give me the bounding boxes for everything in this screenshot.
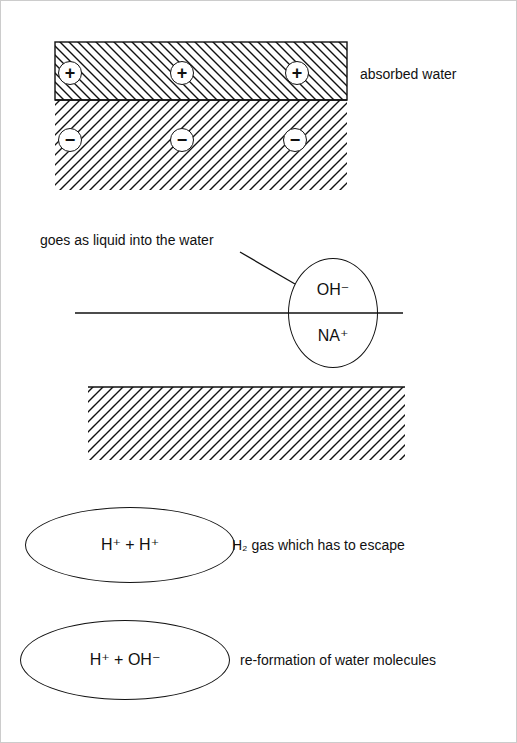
negative-charge: − xyxy=(170,128,194,152)
hydrogen-ellipse: H⁺ + H⁺ xyxy=(25,507,235,583)
positive-charge: + xyxy=(58,61,82,85)
water-reform-ellipse: H⁺ + OH⁻ xyxy=(20,620,230,700)
surface-line xyxy=(88,386,405,388)
negative-charge: − xyxy=(283,128,307,152)
ion-pair-ellipse: OH⁻ NA⁺ xyxy=(288,258,378,368)
note-label: H₂ gas which has to escape xyxy=(232,537,405,554)
charge-sign: − xyxy=(290,131,301,149)
positive-charge: + xyxy=(170,61,194,85)
interface-line xyxy=(55,99,347,101)
charge-sign: + xyxy=(292,64,303,82)
ion-formula: NA⁺ xyxy=(318,327,349,345)
negative-charge: − xyxy=(58,128,82,152)
solid-surface-hatch xyxy=(55,100,347,190)
water-layer-hatch xyxy=(55,42,347,100)
solid-surface-hatch xyxy=(88,387,405,460)
callout-label: goes as liquid into the water xyxy=(40,232,214,249)
charge-sign: + xyxy=(65,64,76,82)
water-surface-line xyxy=(75,312,403,314)
note-label: re-formation of water molecules xyxy=(240,652,436,669)
leader-line xyxy=(240,252,295,284)
charge-sign: + xyxy=(177,64,188,82)
ion-formula: OH⁻ xyxy=(317,281,349,299)
layer-label: absorbed water xyxy=(360,66,457,83)
ion-formula: H⁺ + OH⁻ xyxy=(90,651,161,669)
ion-formula: H⁺ + H⁺ xyxy=(101,536,159,554)
charge-sign: − xyxy=(65,131,76,149)
charge-sign: − xyxy=(177,131,188,149)
positive-charge: + xyxy=(285,61,309,85)
